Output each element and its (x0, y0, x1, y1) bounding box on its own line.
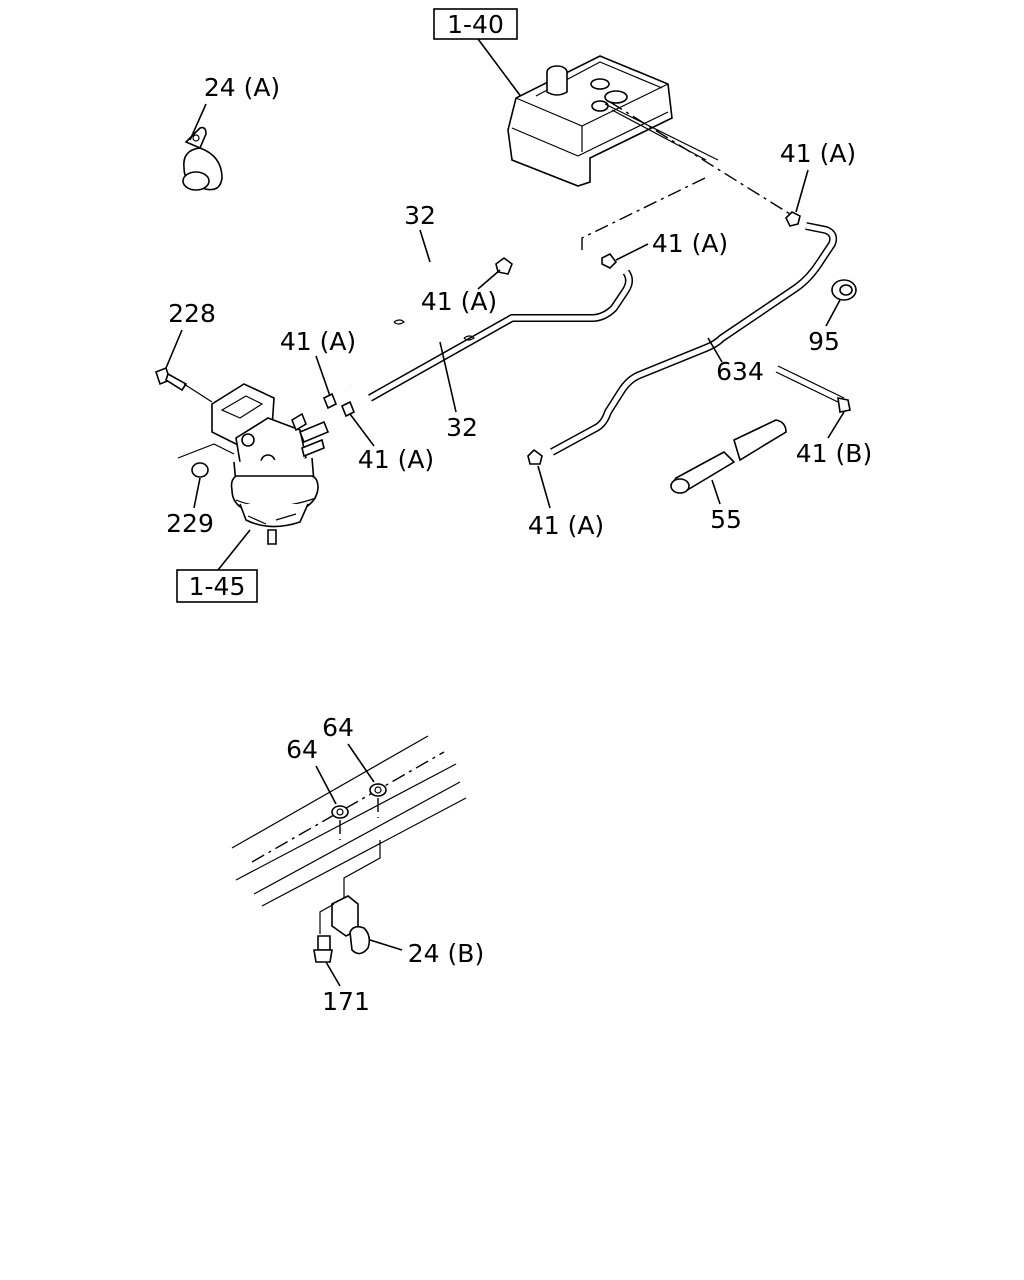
callout-634: 634 (716, 357, 764, 386)
bolt-228: 228 (155, 299, 216, 403)
nut-64-right: 64 (322, 713, 387, 818)
nut-64-left: 64 (286, 735, 349, 840)
callout-41a-filter-2: 41 (A) (358, 445, 434, 474)
protector-55: 55 (670, 419, 787, 534)
ref-box-fuel-tank: 1-40 (433, 8, 523, 99)
callout-24a: 24 (A) (204, 73, 280, 102)
callout-32-upper: 32 (404, 201, 436, 230)
nut-229: 229 (166, 443, 235, 538)
callout-95: 95 (808, 327, 840, 356)
leader-tank-feed (581, 177, 706, 250)
ref-label-fuel-tank: 1-40 (447, 10, 504, 39)
clip-41a-filter-2: 41 (A) (340, 400, 434, 474)
clip-41a-filter-1: 41 (A) (280, 327, 356, 410)
callout-32-lower: 32 (446, 413, 478, 442)
pipe-634: 634 (550, 222, 838, 456)
callout-64-left: 64 (286, 735, 318, 764)
frame-rail (231, 735, 467, 907)
callout-41a-filter-1: 41 (A) (280, 327, 356, 356)
callout-229: 229 (166, 509, 214, 538)
leader-tank-return (609, 101, 791, 215)
callout-24b: 24 (B) (408, 939, 484, 968)
fuel-filter (211, 383, 330, 545)
callout-171: 171 (322, 987, 370, 1016)
fuel-tank (507, 55, 719, 187)
callout-41a-tank: 41 (A) (780, 139, 856, 168)
callout-41b: 41 (B) (796, 439, 872, 468)
clip-41a-mid: 41 (A) (601, 229, 728, 269)
clip-41a-hose: 41 (A) (421, 257, 513, 316)
callout-228: 228 (168, 299, 216, 328)
hose-32-upper: 32 (348, 201, 494, 388)
cable-tie-41b: 41 (B) (775, 365, 872, 468)
hose-32-lower: 32 (368, 269, 633, 442)
ref-box-fuel-filter: 1-45 (176, 529, 258, 603)
grommet-95: 95 (808, 279, 857, 356)
callout-41a-mid: 41 (A) (652, 229, 728, 258)
clip-41a-bottom: 41 (A) (527, 448, 604, 540)
callout-64-right: 64 (322, 713, 354, 742)
ref-label-fuel-filter: 1-45 (189, 572, 246, 601)
callout-41a-hose: 41 (A) (421, 287, 497, 316)
clip-24a: 24 (A) (182, 73, 280, 191)
clip-24b: 24 (B) (319, 840, 484, 968)
callout-41a-bottom: 41 (A) (528, 511, 604, 540)
clip-41a-tank: 41 (A) (780, 139, 856, 227)
callout-55: 55 (710, 505, 742, 534)
bolt-171: 171 (313, 935, 370, 1016)
